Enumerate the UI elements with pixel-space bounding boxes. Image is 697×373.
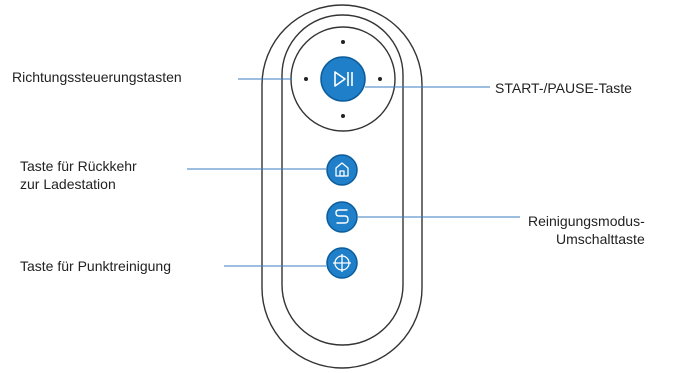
home-button[interactable] [326, 154, 358, 186]
label-mode-line1: Reinigungsmodus- [528, 213, 645, 229]
label-home-line1: Taste für Rückkehr [20, 158, 137, 174]
label-spot: Taste für Punktreinigung [20, 258, 171, 274]
label-mode-line2: Umschalttaste [556, 231, 645, 247]
direction-left-dot[interactable] [304, 77, 308, 81]
label-mode: Reinigungsmodus- Umschalttaste [528, 212, 645, 248]
mode-button[interactable] [326, 201, 358, 233]
s-mode-icon [335, 209, 349, 224]
label-home-line2: zur Ladestation [20, 176, 116, 192]
label-direction-keys: Richtungssteuerungstasten [12, 69, 182, 85]
start-pause-button[interactable] [320, 56, 366, 102]
direction-right-dot[interactable] [378, 77, 382, 81]
label-start-pause: START-/PAUSE-Taste [495, 80, 632, 96]
remote-inner-body [281, 14, 404, 346]
remote-outer-body [261, 4, 423, 369]
spot-button[interactable] [326, 247, 358, 279]
play-pause-icon [334, 71, 353, 87]
direction-up-dot[interactable] [341, 40, 345, 44]
crosshair-icon [333, 254, 351, 272]
home-icon [335, 162, 349, 177]
label-home: Taste für Rückkehr zur Ladestation [20, 157, 137, 193]
direction-down-dot[interactable] [341, 114, 345, 118]
